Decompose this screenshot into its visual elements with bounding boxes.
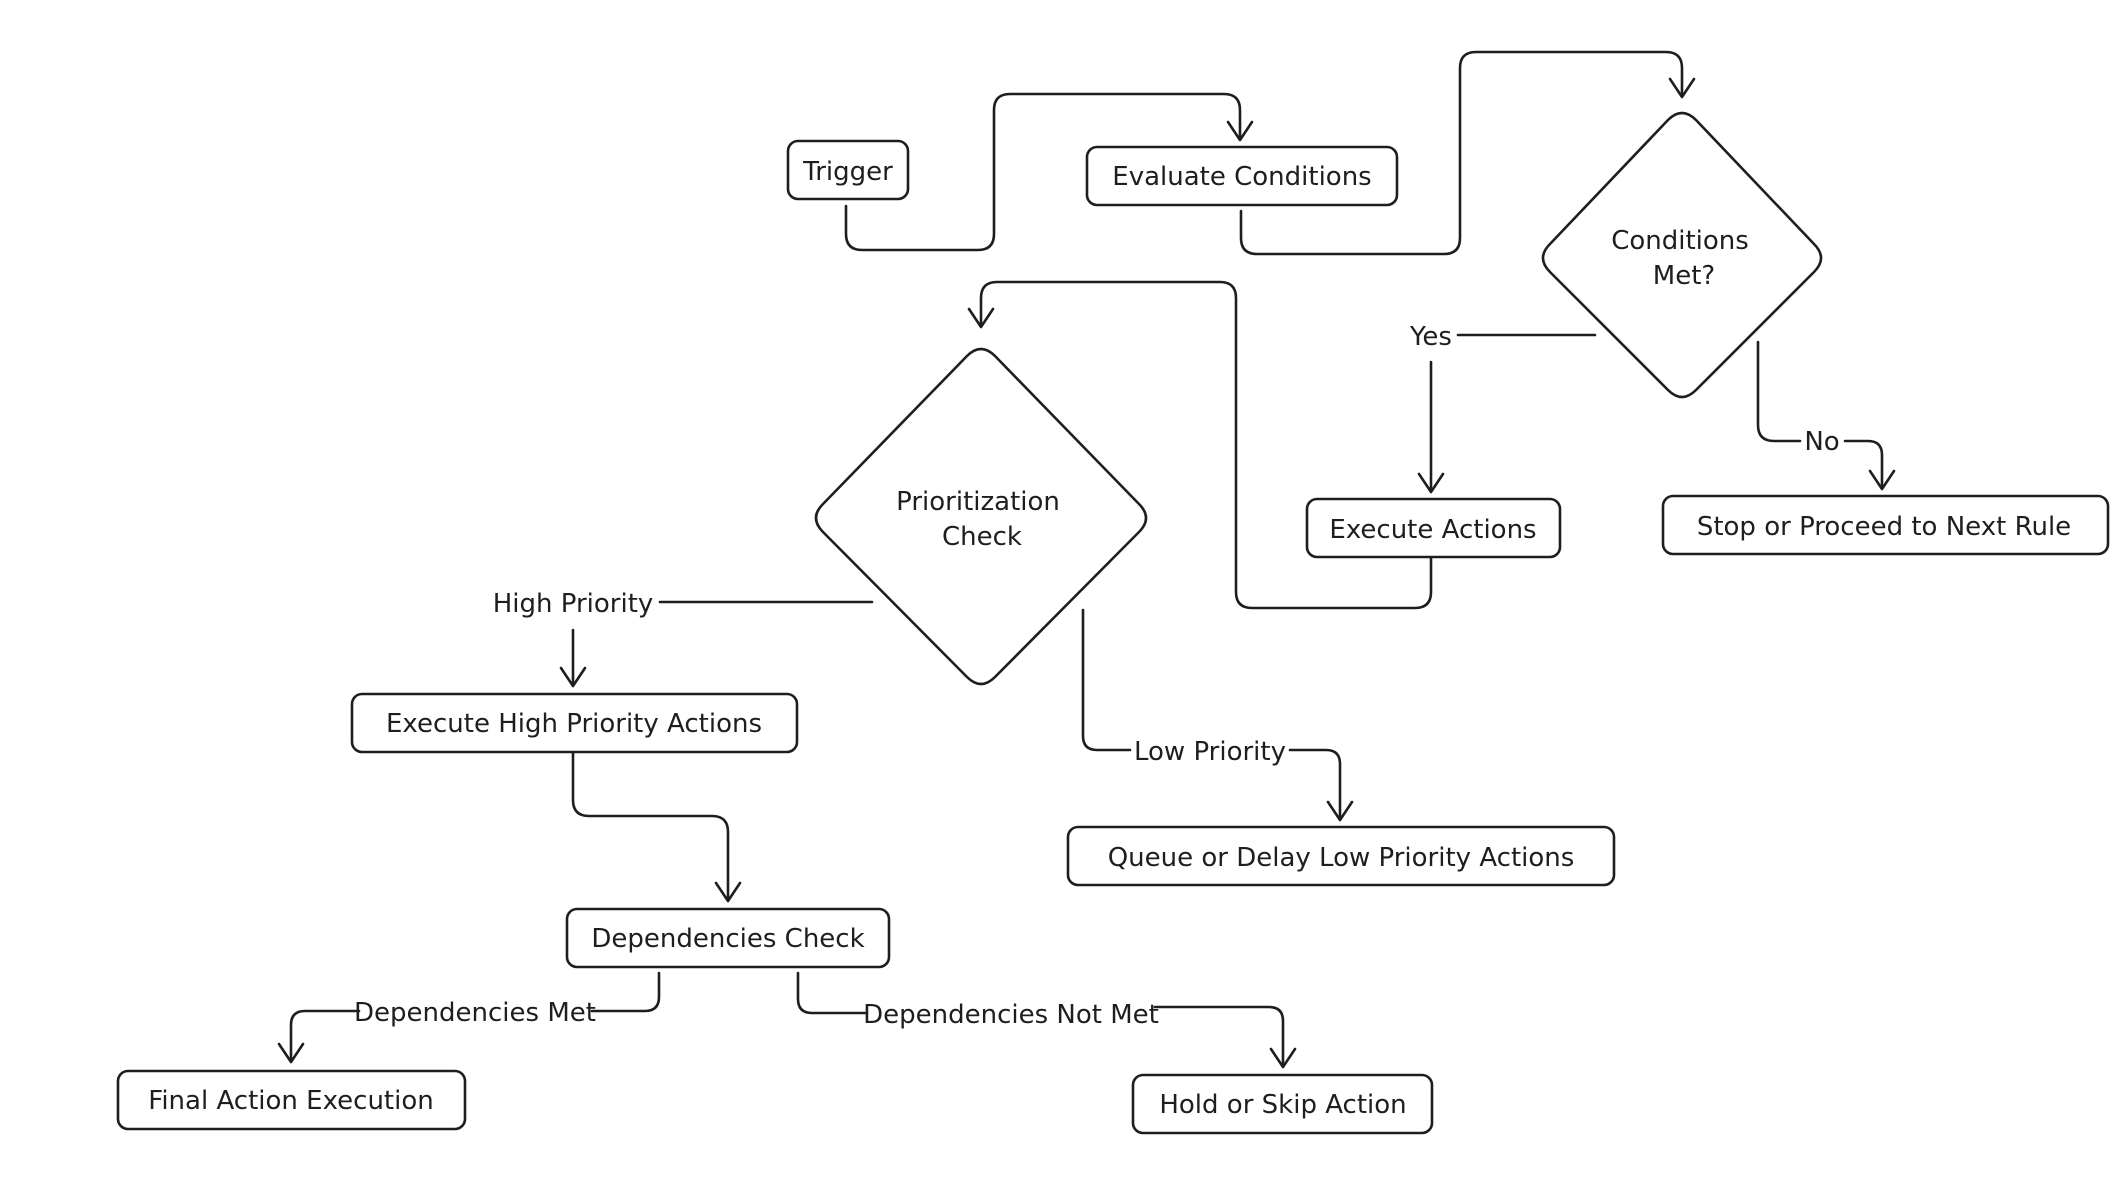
edge-evaluate-to-conditions: [1239, 50, 1696, 256]
edge-label-no: No: [1804, 427, 1839, 457]
node-final-action-execution-label: Final Action Execution: [148, 1086, 433, 1116]
node-evaluate-conditions[interactable]: Evaluate Conditions: [1085, 145, 1399, 207]
edge-high-to-dependencies: [571, 751, 742, 903]
node-prioritization-label-line1: Prioritization: [896, 487, 1060, 517]
edge-execute-to-prioritization: [967, 280, 1433, 610]
node-execute-high-priority-label: Execute High Priority Actions: [386, 709, 762, 739]
node-hold-or-skip-label: Hold or Skip Action: [1159, 1090, 1406, 1120]
edge-conditions-yes: [1417, 333, 1597, 494]
node-conditions-met-label-line2: Met?: [1653, 261, 1715, 291]
node-dependencies-check[interactable]: Dependencies Check: [565, 907, 891, 969]
node-dependencies-check-label: Dependencies Check: [591, 924, 864, 954]
edge-dependencies-met: [277, 971, 661, 1064]
node-execute-high-priority[interactable]: Execute High Priority Actions: [350, 692, 799, 754]
node-execute-actions[interactable]: Execute Actions: [1305, 497, 1562, 559]
node-queue-low-priority[interactable]: Queue or Delay Low Priority Actions: [1066, 825, 1616, 887]
edge-low-priority: [1081, 608, 1354, 822]
edge-conditions-no: [1756, 340, 1896, 491]
node-stop-or-proceed[interactable]: Stop or Proceed to Next Rule: [1661, 494, 2110, 556]
edge-label-dependencies-met: Dependencies Met: [354, 998, 596, 1028]
node-evaluate-conditions-label: Evaluate Conditions: [1112, 162, 1371, 192]
node-conditions-met-decision[interactable]: Conditions Met?: [1541, 111, 1823, 399]
node-trigger-label: Trigger: [802, 157, 893, 187]
node-hold-or-skip[interactable]: Hold or Skip Action: [1131, 1073, 1434, 1135]
edge-label-high-priority: High Priority: [493, 589, 654, 619]
edge-trigger-to-evaluate: [844, 92, 1254, 252]
nodes: Trigger Evaluate Conditions Conditions M…: [116, 111, 2110, 1135]
node-trigger[interactable]: Trigger: [786, 139, 910, 201]
edge-label-dependencies-not-met: Dependencies Not Met: [863, 1000, 1159, 1030]
edge-label-low-priority: Low Priority: [1134, 737, 1286, 767]
node-stop-or-proceed-label: Stop or Proceed to Next Rule: [1697, 512, 2071, 542]
connectors: [277, 50, 1896, 1069]
node-queue-low-priority-label: Queue or Delay Low Priority Actions: [1108, 843, 1575, 873]
node-prioritization-label-line2: Check: [942, 522, 1022, 552]
node-prioritization-decision[interactable]: Prioritization Check: [814, 347, 1148, 686]
edge-high-priority: [559, 600, 874, 688]
edge-labels: Yes No High Priority Low Priority Depend…: [354, 322, 1840, 1030]
node-final-action-execution[interactable]: Final Action Execution: [116, 1069, 467, 1131]
node-conditions-met-label-line1: Conditions: [1611, 226, 1749, 256]
edge-dependencies-not-met: [796, 971, 1297, 1069]
edge-label-yes: Yes: [1409, 322, 1452, 352]
node-execute-actions-label: Execute Actions: [1329, 515, 1536, 545]
